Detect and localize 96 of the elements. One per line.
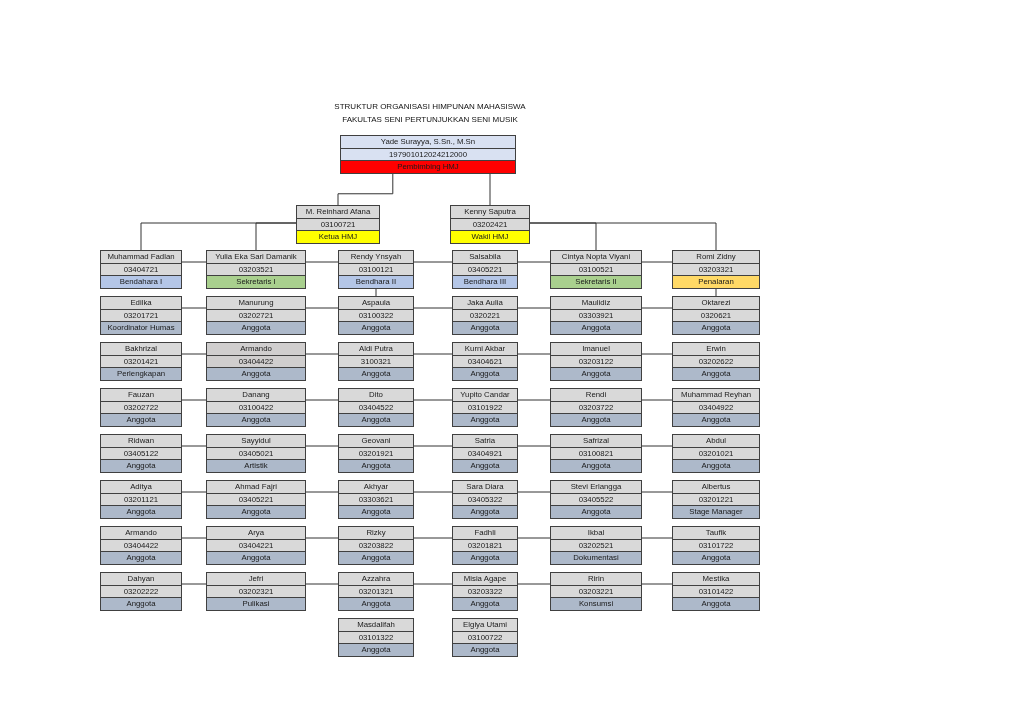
connector-line — [641, 445, 673, 447]
member-box — [206, 526, 306, 565]
connector-line — [517, 537, 551, 539]
connector-line — [517, 583, 551, 585]
member-box — [550, 526, 642, 565]
member-box — [452, 572, 518, 611]
member-box — [550, 250, 642, 289]
connector-line — [413, 583, 453, 585]
connector-line — [517, 491, 551, 493]
connector-line — [641, 399, 673, 401]
connector-line — [641, 583, 673, 585]
member-box — [338, 618, 414, 657]
connector-line — [305, 353, 339, 355]
connector-line — [305, 491, 339, 493]
connector-line — [181, 491, 207, 493]
connector-line — [305, 445, 339, 447]
member-box — [206, 250, 306, 289]
member-box — [550, 480, 642, 519]
member-box — [672, 296, 760, 335]
connector-line — [305, 399, 339, 401]
member-box — [100, 526, 182, 565]
connector-line — [413, 537, 453, 539]
member-box — [338, 572, 414, 611]
member-box — [100, 572, 182, 611]
member-box — [206, 296, 306, 335]
member-box — [338, 480, 414, 519]
member-box — [672, 388, 760, 427]
member-box — [340, 135, 516, 174]
member-box — [672, 480, 760, 519]
connector-line — [641, 537, 673, 539]
connector-line — [529, 222, 717, 251]
connector-line — [517, 307, 551, 309]
connector-line — [181, 399, 207, 401]
connector-line — [413, 353, 453, 355]
member-box — [206, 572, 306, 611]
connector-line — [413, 399, 453, 401]
diagram-title: STRUKTUR ORGANISASI HIMPUNAN MAHASISWA FAKULTAS SENI PERTUNJUKKAN SENI MUSIK — [333, 101, 527, 126]
member-box — [338, 526, 414, 565]
connector-line — [181, 261, 207, 263]
member-box — [450, 205, 530, 244]
member-box — [206, 388, 306, 427]
member-box — [672, 434, 760, 473]
connector-line — [181, 353, 207, 355]
connector-line — [181, 583, 207, 585]
connector-line — [305, 537, 339, 539]
connector-line — [305, 261, 339, 263]
member-box — [206, 480, 306, 519]
member-box — [338, 296, 414, 335]
member-box — [452, 480, 518, 519]
member-box — [550, 572, 642, 611]
member-box — [338, 342, 414, 381]
member-box — [672, 572, 760, 611]
connector-line — [641, 353, 673, 355]
member-box — [550, 342, 642, 381]
member-box — [452, 250, 518, 289]
member-box — [452, 618, 518, 657]
member-box — [452, 296, 518, 335]
member-box — [338, 434, 414, 473]
connector-line — [413, 491, 453, 493]
connector-line — [641, 261, 673, 263]
member-box — [550, 296, 642, 335]
connector-line — [181, 445, 207, 447]
connector-line — [641, 491, 673, 493]
member-box — [296, 205, 380, 244]
connector-line — [517, 261, 551, 263]
member-box — [100, 296, 182, 335]
connector-line — [255, 222, 297, 251]
member-box — [452, 342, 518, 381]
connector-line — [305, 307, 339, 309]
member-box — [672, 250, 760, 289]
member-box — [100, 480, 182, 519]
member-box — [100, 250, 182, 289]
connector-line — [517, 445, 551, 447]
member-box — [550, 388, 642, 427]
connector-line — [181, 537, 207, 539]
connector-line — [517, 399, 551, 401]
member-box — [338, 250, 414, 289]
member-box — [550, 434, 642, 473]
member-box — [100, 388, 182, 427]
member-box — [452, 388, 518, 427]
member-box — [100, 342, 182, 381]
connector-line — [517, 353, 551, 355]
connector-line — [641, 307, 673, 309]
member-box — [672, 526, 760, 565]
member-box — [206, 342, 306, 381]
connector-line — [413, 261, 453, 263]
member-box — [338, 388, 414, 427]
connector-line — [413, 307, 453, 309]
connector-line — [413, 445, 453, 447]
connector-line — [181, 307, 207, 309]
member-box — [100, 434, 182, 473]
member-box — [672, 342, 760, 381]
member-box — [206, 434, 306, 473]
connector-line — [305, 583, 339, 585]
member-box — [452, 526, 518, 565]
member-box — [452, 434, 518, 473]
